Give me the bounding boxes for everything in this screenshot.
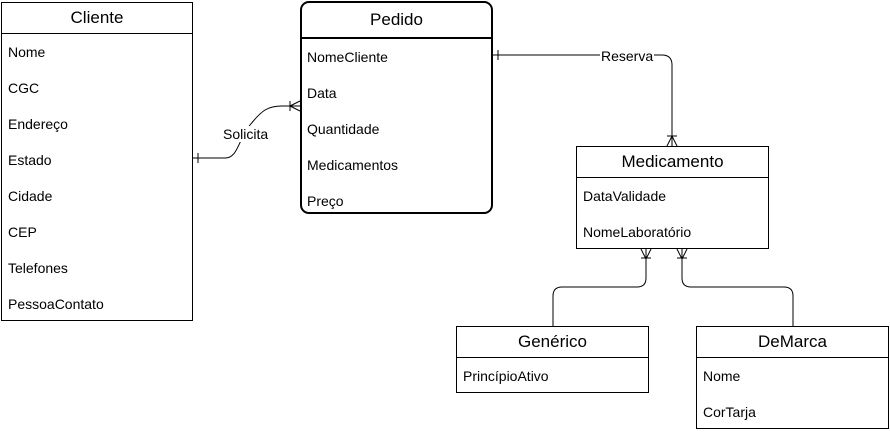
- attribute: Nome: [8, 44, 46, 60]
- attribute: Nome: [703, 368, 741, 384]
- attribute: Data: [307, 85, 337, 101]
- entity-medicamento[interactable]: Medicamento DataValidade NomeLaboratório: [576, 146, 769, 249]
- attribute: Estado: [8, 152, 52, 168]
- attribute: Preço: [307, 193, 344, 209]
- entity-title: Medicamento: [577, 147, 768, 178]
- entity-pedido[interactable]: Pedido NomeCliente Data Quantidade Medic…: [300, 1, 493, 214]
- attribute: Telefones: [8, 260, 68, 276]
- attribute: Endereço: [8, 116, 68, 132]
- entity-demarca[interactable]: DeMarca Nome CorTarja: [696, 326, 889, 429]
- attribute: Quantidade: [307, 121, 380, 137]
- reserva-connector: [493, 54, 673, 146]
- attribute: CGC: [8, 80, 40, 96]
- generico-connector: [552, 249, 647, 326]
- attribute: PessoaContato: [8, 296, 104, 312]
- entity-cliente[interactable]: Cliente Nome CGC Endereço Estado Cidade …: [1, 2, 193, 321]
- demarca-many-marker: [676, 248, 688, 260]
- reserva-label: Reserva: [600, 48, 655, 64]
- entity-title: DeMarca: [697, 327, 888, 358]
- solicita-label: Solicita: [222, 126, 270, 142]
- attribute: DataValidade: [583, 188, 667, 204]
- attribute: Medicamentos: [307, 157, 399, 173]
- solicita-many-marker: [289, 100, 301, 112]
- attribute: CorTarja: [703, 404, 756, 420]
- attribute: Cidade: [8, 188, 53, 204]
- reserva-many-marker: [666, 135, 678, 147]
- attribute: NomeCliente: [307, 49, 388, 65]
- generico-many-marker: [640, 248, 652, 260]
- entity-title: Pedido: [302, 3, 491, 39]
- entity-generico[interactable]: Genérico PrincípioAtivo: [456, 326, 649, 393]
- attribute: NomeLaboratório: [583, 224, 692, 240]
- attribute: CEP: [8, 224, 37, 240]
- solicita-connector: [193, 105, 300, 159]
- demarca-connector: [681, 249, 794, 326]
- attribute: PrincípioAtivo: [463, 368, 549, 384]
- entity-title: Genérico: [457, 327, 648, 358]
- entity-title: Cliente: [2, 3, 192, 34]
